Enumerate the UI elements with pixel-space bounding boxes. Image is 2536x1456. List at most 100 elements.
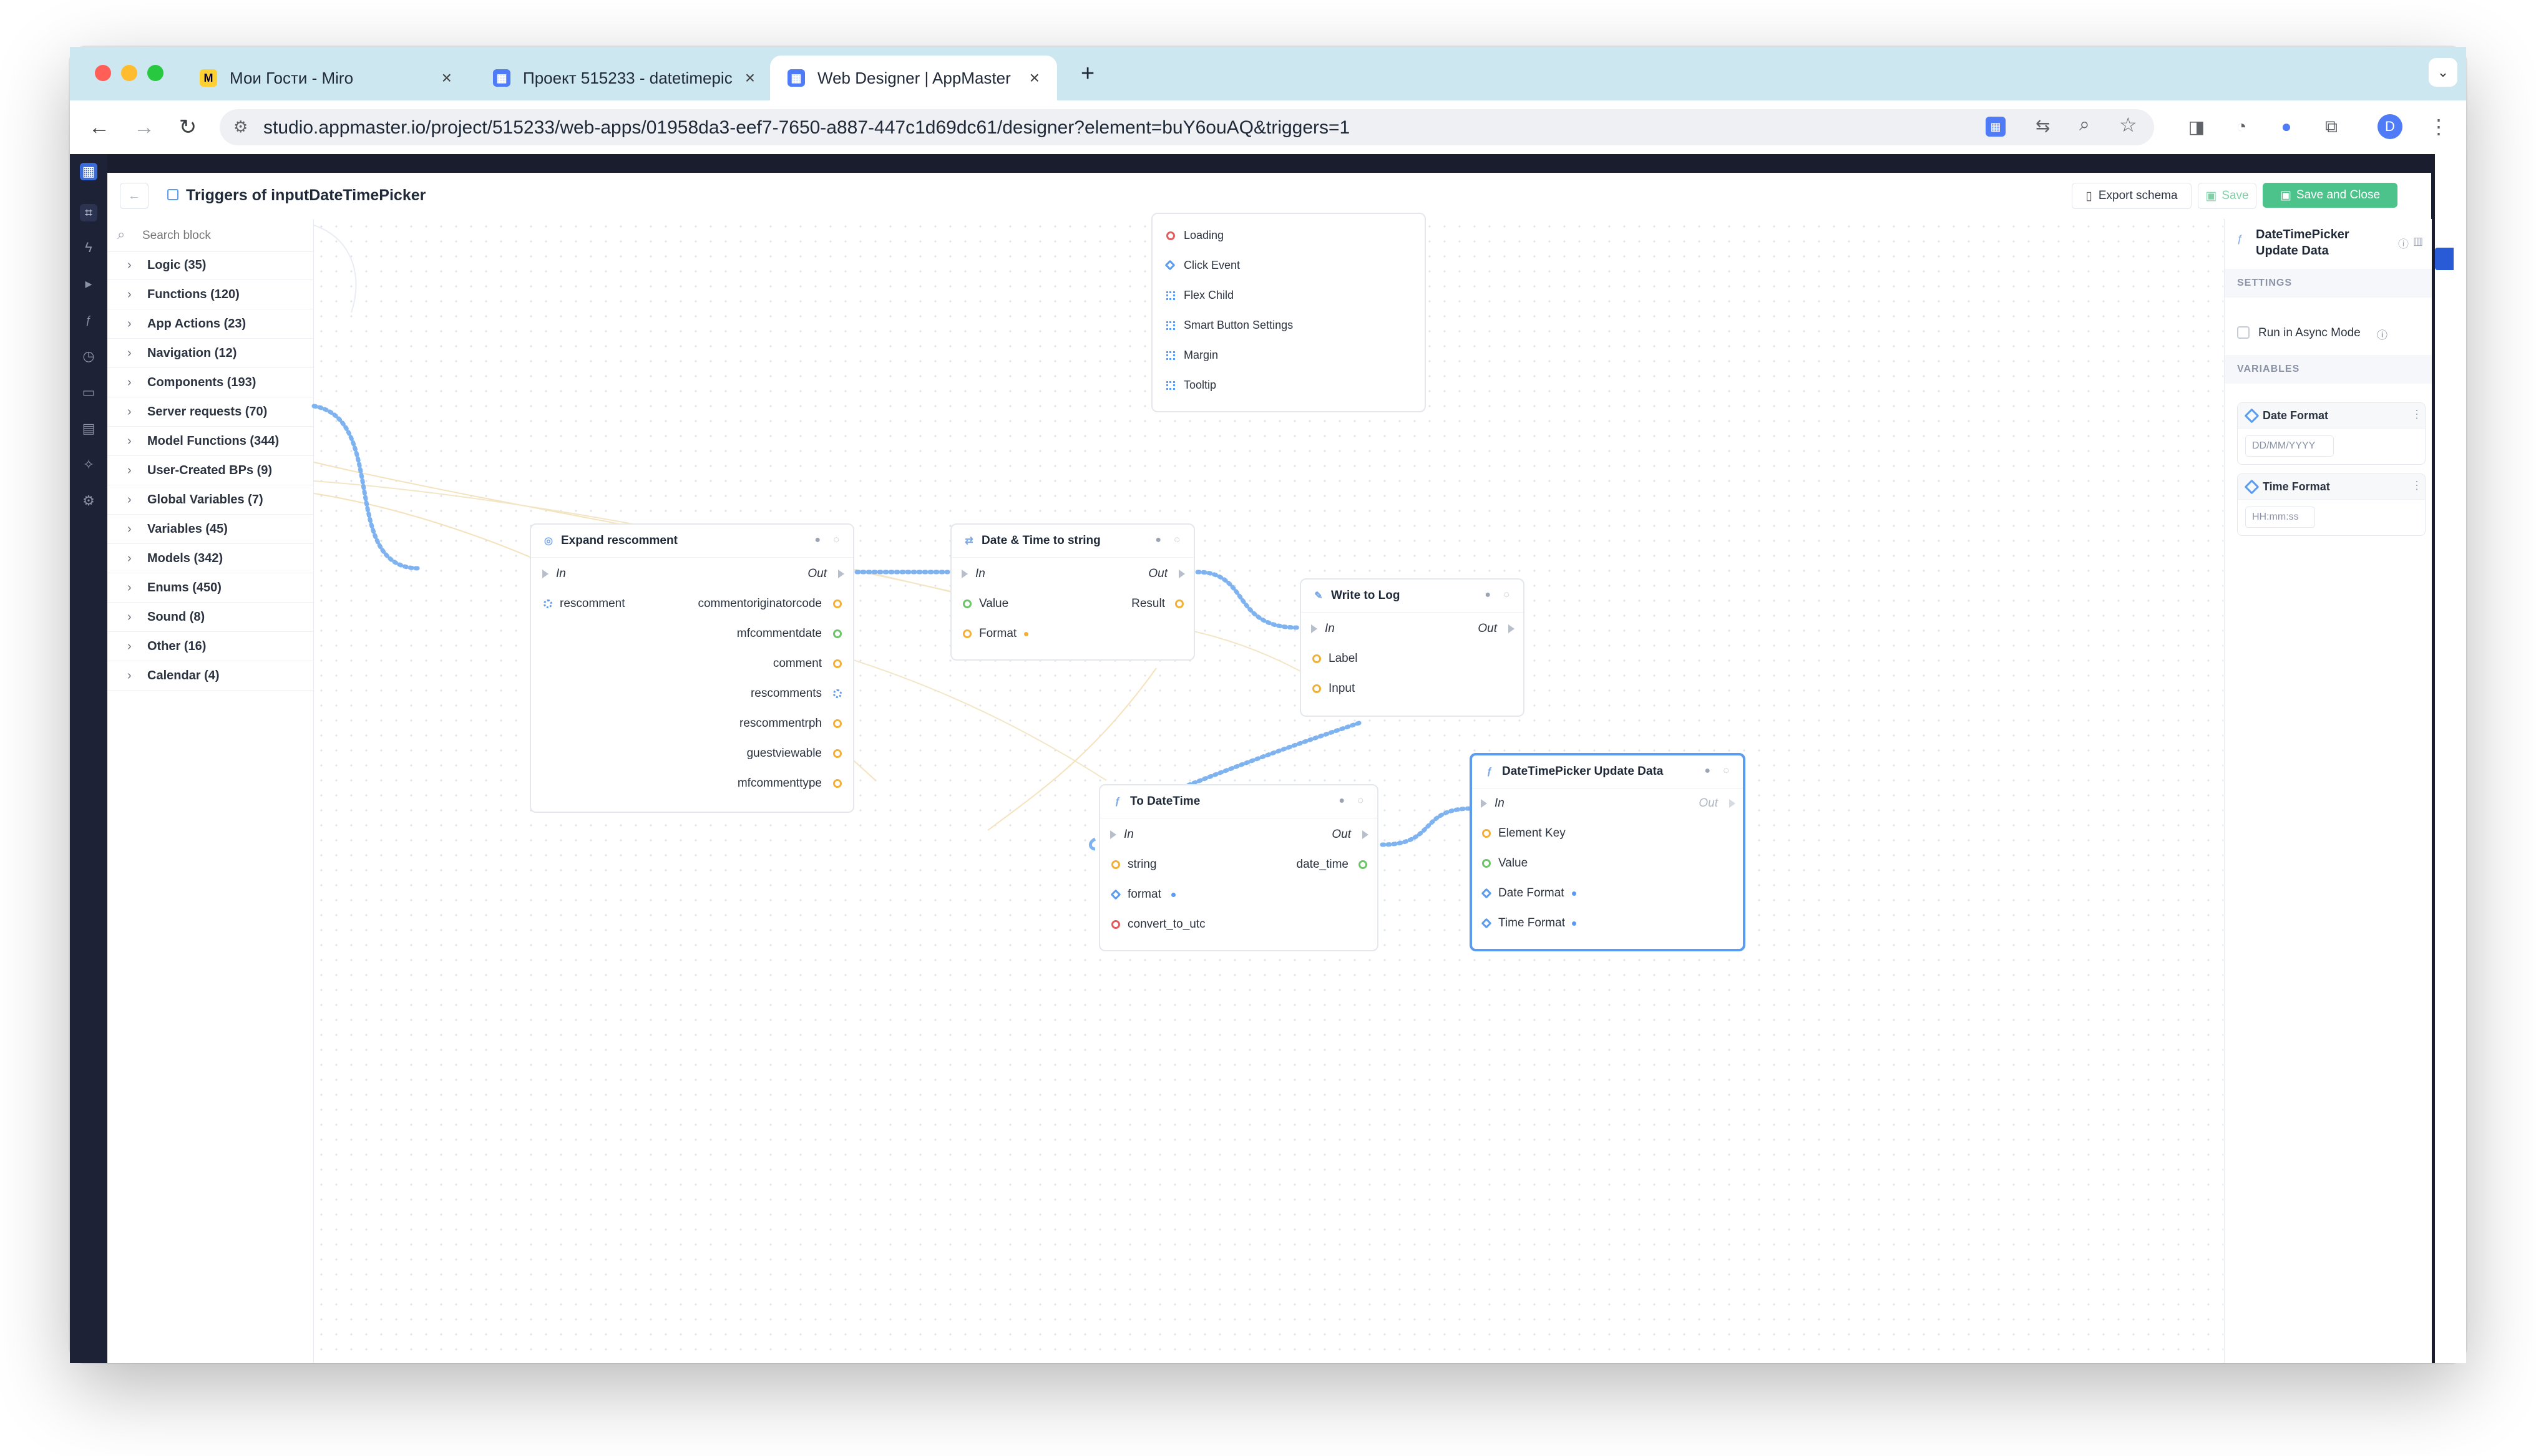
variable-card-date-format[interactable]: Date Format ⋮ DD/MM/YYYY — [2237, 402, 2426, 465]
omnibox[interactable]: ⚙ studio.appmaster.io/project/515233/web… — [220, 109, 2154, 145]
exec-out-port[interactable] — [1362, 830, 1368, 839]
node-header[interactable]: ⇄ Date & Time to string ● ◌ — [952, 525, 1194, 558]
output-port[interactable] — [833, 749, 842, 758]
sidebar-category-item[interactable]: ›Navigation (12) — [107, 339, 313, 368]
node-header[interactable]: ◎ Expand rescomment ● ◌ — [531, 525, 853, 558]
minimize-window-button[interactable] — [121, 65, 137, 81]
exec-in-port[interactable] — [542, 570, 549, 578]
exec-in-port[interactable] — [962, 570, 968, 578]
database-icon[interactable]: ▤ — [82, 420, 95, 436]
bookmark-star-icon[interactable]: ☆ — [2119, 114, 2137, 136]
more-options-icon[interactable]: ⋮ — [2411, 408, 2422, 420]
node-actions-icon[interactable]: ● ◌ — [1704, 765, 1734, 776]
search-block-input[interactable] — [141, 225, 306, 246]
node-to-datetime[interactable]: ƒ To DateTime ● ◌ In Out string date_tim… — [1099, 784, 1378, 951]
node-header[interactable]: ƒ DateTimePicker Update Data ● ◌ — [1472, 755, 1743, 789]
node-datetimepicker-update-data[interactable]: ƒ DateTimePicker Update Data ● ◌ In Out … — [1470, 753, 1745, 951]
exec-out-port[interactable] — [1179, 570, 1185, 578]
output-port[interactable] — [833, 779, 842, 788]
node-date-time-to-string[interactable]: ⇄ Date & Time to string ● ◌ In Out Value… — [950, 523, 1195, 661]
exec-in-port[interactable] — [1311, 624, 1317, 633]
node-actions-icon[interactable]: ● ◌ — [1339, 795, 1368, 806]
play-icon[interactable]: ▸ — [85, 276, 92, 291]
tab-search-chevron-icon[interactable]: ⌄ — [2429, 58, 2457, 87]
lightning-icon[interactable]: ϟ — [85, 240, 92, 255]
output-port[interactable] — [833, 599, 842, 608]
close-icon[interactable]: × — [744, 68, 756, 87]
new-tab-button[interactable]: + — [1081, 61, 1095, 87]
sidebar-category-item[interactable]: ›Models (342) — [107, 545, 313, 573]
forward-arrow-icon[interactable]: → — [134, 115, 155, 139]
sidebar-category-item[interactable]: ›Enums (450) — [107, 574, 313, 603]
appmaster-extension-icon[interactable]: ▦ — [1986, 117, 2006, 137]
sidebar-category-item[interactable]: ›Logic (35) — [107, 251, 313, 280]
output-port[interactable] — [833, 659, 842, 668]
time-format-port[interactable] — [1481, 918, 1492, 929]
tab-web-designer[interactable]: ▦ Web Designer | AppMaster × — [770, 56, 1057, 100]
date-format-port[interactable] — [1481, 888, 1492, 899]
more-options-icon[interactable]: ⋮ — [2411, 479, 2422, 492]
rescomment-port[interactable] — [544, 599, 552, 608]
tab-miro[interactable]: M Мои Гости - Miro × — [182, 56, 469, 100]
close-icon[interactable]: × — [1029, 68, 1040, 87]
translate-icon[interactable]: ⇆ — [2036, 116, 2051, 135]
zoom-window-button[interactable] — [147, 65, 163, 81]
exec-out-port[interactable] — [1729, 799, 1735, 808]
variable-card-time-format[interactable]: Time Format ⋮ HH:mm:ss — [2237, 473, 2426, 536]
node-actions-icon[interactable]: ● ◌ — [814, 535, 844, 545]
close-window-button[interactable] — [95, 65, 111, 81]
node-actions-icon[interactable]: ● ◌ — [1155, 535, 1185, 545]
extension-ghost-icon[interactable]: ◔ — [2236, 117, 2247, 136]
async-mode-checkbox[interactable] — [2237, 326, 2250, 339]
date-time-port[interactable] — [1358, 860, 1367, 869]
component-list-block[interactable]: Loading Click Event Flex Child Smart But… — [1151, 213, 1426, 412]
plugin-icon[interactable]: ✧ — [82, 457, 95, 472]
reload-icon[interactable]: ↻ — [178, 115, 197, 139]
blueprint-canvas[interactable]: Loading Click Event Flex Child Smart But… — [311, 213, 2223, 1363]
exec-out-port[interactable] — [838, 570, 844, 578]
sidebar-category-item[interactable]: ›Other (16) — [107, 633, 313, 661]
media-icon[interactable]: ▭ — [82, 384, 95, 400]
designer-icon[interactable]: ⌗ — [80, 204, 97, 221]
result-port[interactable] — [1175, 599, 1184, 608]
exec-out-port[interactable] — [1508, 624, 1514, 633]
extension-circle-icon[interactable]: ● — [2281, 117, 2292, 136]
extension-shield-icon[interactable]: ◨ — [2188, 117, 2205, 137]
output-port[interactable] — [833, 629, 842, 638]
sidebar-category-item[interactable]: ›User-Created BPs (9) — [107, 457, 313, 485]
save-button[interactable]: ▣ Save — [2198, 183, 2256, 209]
node-actions-icon[interactable]: ● ◌ — [1485, 590, 1514, 600]
node-write-to-log[interactable]: ✎ Write to Log ● ◌ In Out Label Input — [1300, 578, 1524, 717]
value-port[interactable] — [1482, 859, 1491, 868]
sidebar-category-item[interactable]: ›Variables (45) — [107, 515, 313, 544]
back-arrow-icon[interactable]: ← — [89, 115, 110, 139]
node-header[interactable]: ƒ To DateTime ● ◌ — [1100, 785, 1377, 818]
value-port[interactable] — [963, 599, 972, 608]
date-format-input[interactable]: DD/MM/YYYY — [2245, 435, 2334, 457]
format-port[interactable] — [1110, 889, 1121, 900]
tab-project[interactable]: ▦ Проект 515233 - datetimepic × — [476, 56, 763, 100]
time-format-input[interactable]: HH:mm:ss — [2245, 507, 2315, 528]
settings-gear-icon[interactable]: ⚙ — [82, 493, 95, 508]
sidebar-category-item[interactable]: ›App Actions (23) — [107, 310, 313, 339]
zoom-icon[interactable]: ⌕ — [2079, 114, 2090, 135]
info-icon[interactable]: ⓘ — [2377, 329, 2387, 341]
delete-icon[interactable]: ▥ — [2413, 235, 2424, 247]
sidebar-category-item[interactable]: ›Global Variables (7) — [107, 486, 313, 515]
node-expand-rescomment[interactable]: ◎ Expand rescomment ● ◌ In Out rescommen… — [530, 523, 854, 813]
url-text[interactable]: studio.appmaster.io/project/515233/web-a… — [263, 117, 1350, 138]
element-key-port[interactable] — [1482, 829, 1491, 838]
convert-to-utc-port[interactable] — [1111, 920, 1120, 929]
output-port[interactable] — [833, 719, 842, 728]
format-port[interactable] — [963, 629, 972, 638]
sidebar-category-item[interactable]: ›Calendar (4) — [107, 662, 313, 691]
profile-avatar[interactable]: D — [2378, 114, 2402, 139]
output-port[interactable] — [833, 689, 842, 698]
browser-menu-icon[interactable]: ⋮ — [2429, 115, 2449, 138]
sidebar-category-item[interactable]: ›Model Functions (344) — [107, 427, 313, 456]
close-icon[interactable]: × — [441, 68, 452, 87]
sidebar-category-item[interactable]: ›Components (193) — [107, 369, 313, 397]
exec-in-port[interactable] — [1110, 830, 1116, 839]
extensions-puzzle-icon[interactable]: ⧉ — [2325, 116, 2338, 136]
label-port[interactable] — [1312, 654, 1321, 663]
